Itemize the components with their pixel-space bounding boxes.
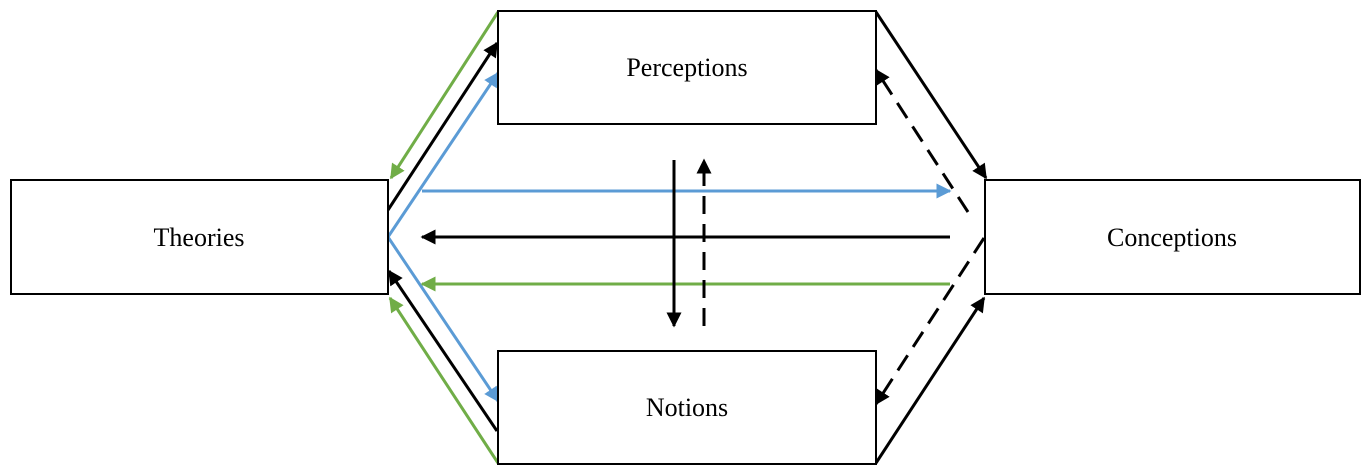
node-conceptions-box [984,179,1361,295]
edge-conceptions-to-perceptions-dashed [874,68,970,213]
node-theories-label: Theories [154,223,245,252]
node-perceptions-box [497,10,877,125]
edge-notions-to-theories-black [387,269,499,432]
edge-theories-to-notions-blue [386,236,500,403]
edge-notions-to-conceptions-black [874,296,986,464]
edge-perceptions-to-theories-green [389,11,500,180]
node-notions-box [497,350,877,465]
node-theories: Theories [10,179,389,295]
node-conceptions-label: Conceptions [1107,223,1237,252]
edge-theories-to-perceptions-black [386,41,499,211]
node-perceptions: Perceptions [497,10,877,125]
edge-conceptions-to-notions-dashed [874,237,986,406]
edge-perceptions-to-conceptions-black [874,11,988,180]
node-theories-box [10,179,389,295]
edge-notions-to-theories-green [388,296,500,464]
edge-theories-to-perceptions-blue [386,71,500,238]
node-notions-label: Notions [646,393,728,422]
node-conceptions: Conceptions [984,179,1361,295]
node-perceptions-label: Perceptions [626,53,747,82]
node-notions: Notions [497,350,877,465]
